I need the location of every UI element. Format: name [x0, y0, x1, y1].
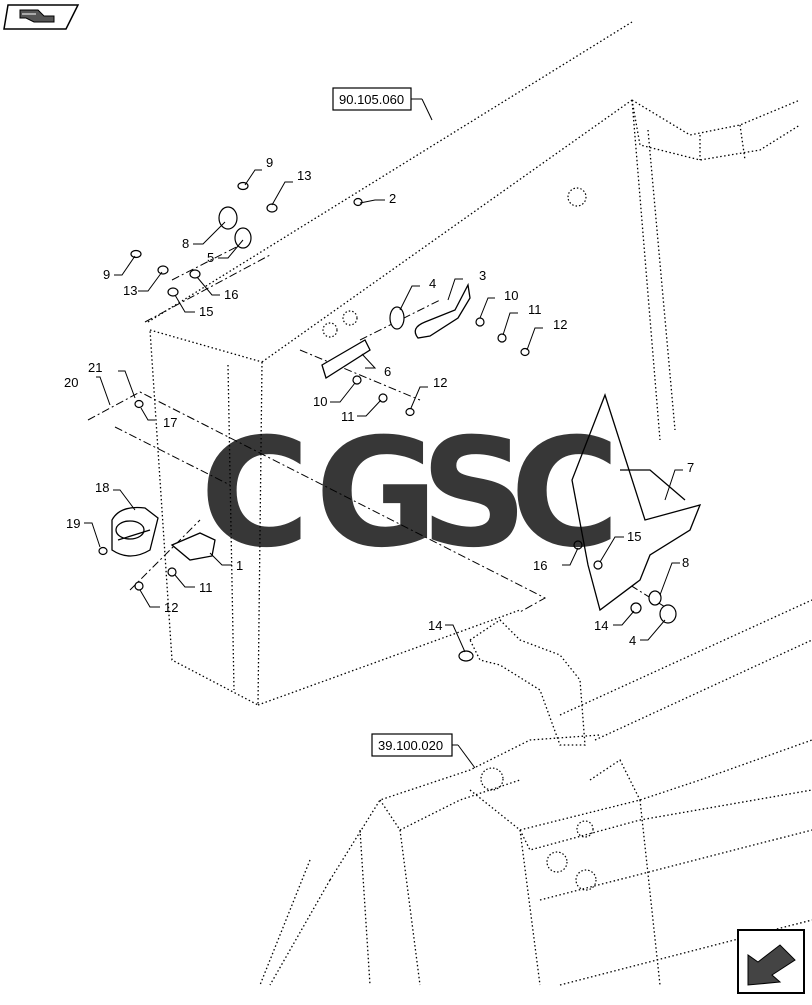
callout-11[interactable]: 11 — [341, 409, 355, 424]
watermark-letter-c1: C — [200, 407, 310, 581]
callout-10[interactable]: 10 — [313, 394, 327, 409]
callout-7[interactable]: 7 — [687, 460, 694, 475]
part-18-light — [111, 506, 159, 557]
callout-17[interactable]: 17 — [163, 415, 177, 430]
part-6-plate — [321, 339, 371, 380]
part-1-bracket — [170, 532, 216, 561]
callout-9[interactable]: 9 — [266, 155, 273, 170]
small-fasteners — [98, 181, 677, 662]
callout-15[interactable]: 15 — [627, 529, 641, 544]
callout-15[interactable]: 15 — [199, 304, 213, 319]
callout-12[interactable]: 12 — [164, 600, 178, 615]
callout-4[interactable]: 4 — [429, 276, 436, 291]
callout-14[interactable]: 14 — [594, 618, 608, 633]
arrow-hand-icon[interactable] — [737, 929, 805, 994]
callout-19[interactable]: 19 — [66, 516, 80, 531]
callout-8[interactable]: 8 — [682, 555, 689, 570]
callout-9[interactable]: 9 — [103, 267, 110, 282]
callout-14[interactable]: 14 — [428, 618, 442, 633]
callout-12[interactable]: 12 — [553, 317, 567, 332]
callout-6[interactable]: 6 — [384, 364, 391, 379]
frame-holes — [322, 187, 597, 891]
callout-16[interactable]: 16 — [533, 558, 547, 573]
callout-12[interactable]: 12 — [433, 375, 447, 390]
callout-labels: 9 13 2 8 5 9 13 16 15 3 4 10 11 12 6 12 … — [64, 155, 694, 648]
watermark-letter-c2: C — [510, 407, 620, 581]
callout-1[interactable]: 1 — [236, 558, 243, 573]
leader-lines — [84, 169, 683, 653]
callout-11[interactable]: 11 — [199, 580, 213, 595]
callout-16[interactable]: 16 — [224, 287, 238, 302]
hand-pointer-icon[interactable] — [3, 4, 80, 30]
reference-text-bottom: 39.100.020 — [378, 738, 443, 753]
part-3-clip — [414, 282, 471, 339]
watermark-letter-s: S — [420, 407, 528, 581]
callout-13[interactable]: 13 — [123, 283, 137, 298]
callout-20[interactable]: 20 — [64, 375, 78, 390]
callout-8[interactable]: 8 — [182, 236, 189, 251]
callout-21[interactable]: 21 — [88, 360, 102, 375]
callout-10[interactable]: 10 — [504, 288, 518, 303]
reference-box-bottom[interactable]: 39.100.020 — [371, 733, 476, 769]
callout-18[interactable]: 18 — [95, 480, 109, 495]
callout-2[interactable]: 2 — [389, 191, 396, 206]
callout-5[interactable]: 5 — [207, 250, 214, 265]
watermark-logo: C G S C — [200, 407, 620, 581]
reference-box-top[interactable]: 90.105.060 — [332, 87, 433, 121]
callout-4[interactable]: 4 — [629, 633, 636, 648]
reference-text-top: 90.105.060 — [339, 92, 404, 107]
watermark-letter-g: G — [315, 407, 438, 581]
callout-3[interactable]: 3 — [479, 268, 486, 283]
callout-13[interactable]: 13 — [297, 168, 311, 183]
callout-11[interactable]: 11 — [528, 302, 542, 317]
